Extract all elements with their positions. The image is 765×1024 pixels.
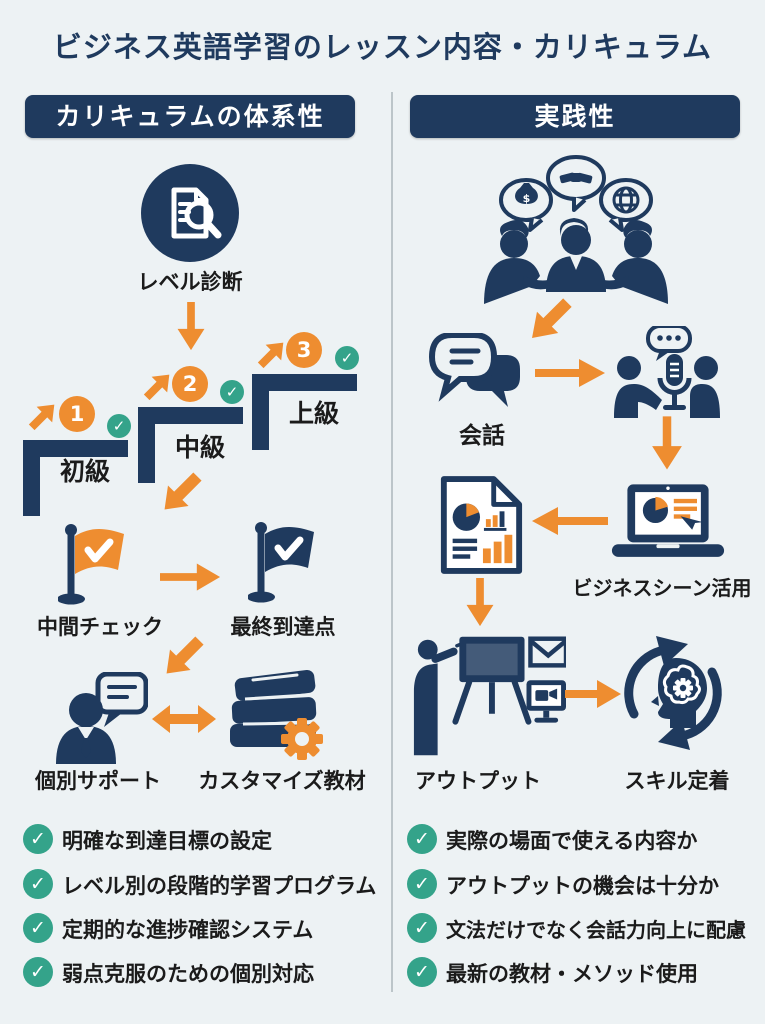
step1-number-badge: 1 xyxy=(59,396,95,432)
skill-retention-label: スキル定着 xyxy=(624,769,730,793)
arrow-down-icon xyxy=(650,416,684,472)
skill-retention-icon xyxy=(620,632,726,754)
custom-materials-label: カスタマイズ教材 xyxy=(198,769,366,793)
final-goal-flag-icon xyxy=(248,520,324,608)
left-checklist-item: 定期的な進捗確認システム xyxy=(62,918,314,942)
arrow-up-right-icon xyxy=(254,336,290,372)
arrow-right-icon xyxy=(160,561,222,593)
arrow-right-icon xyxy=(535,357,607,389)
step3-label: 上級 xyxy=(288,399,339,428)
custom-materials-icon xyxy=(225,668,327,762)
conversation-label: 会話 xyxy=(459,423,505,449)
svg-text:$: $ xyxy=(523,192,531,205)
final-goal-label: 最終到達点 xyxy=(230,615,336,639)
arrow-up-right-icon xyxy=(25,398,61,434)
arrow-down-left-icon xyxy=(152,626,214,688)
step1-bar xyxy=(23,440,128,457)
arrow-left-right-icon xyxy=(150,702,218,736)
level-diagnosis-label: レベル診断 xyxy=(137,270,243,294)
individual-support-icon xyxy=(48,672,148,764)
step2-number-badge: 2 xyxy=(172,366,208,402)
output-label: アウトプット xyxy=(415,769,541,793)
arrow-right-icon xyxy=(565,678,623,710)
arrow-up-right-icon xyxy=(140,368,176,404)
right-checklist-item: アウトプットの機会は十分か xyxy=(446,874,719,898)
arrow-down-icon xyxy=(463,578,497,628)
left-checklist-item: レベル別の段階的学習プログラム xyxy=(62,874,377,898)
arrow-down-icon xyxy=(172,302,210,352)
speaking-practice-icon xyxy=(612,326,722,418)
checklist-check-icon: ✓ xyxy=(407,824,437,854)
checklist-check-icon: ✓ xyxy=(23,957,53,987)
right-checklist-item: 文法だけでなく会話力向上に配慮 xyxy=(446,918,746,942)
checklist-check-icon: ✓ xyxy=(23,913,53,943)
step1-check-icon: ✓ xyxy=(107,414,131,438)
mid-check-label: 中間チェック xyxy=(37,615,163,639)
checklist-check-icon: ✓ xyxy=(407,957,437,987)
step2-label: 中級 xyxy=(174,433,225,462)
left-checklist-item: 明確な到達目標の設定 xyxy=(62,829,272,853)
step2-riser xyxy=(138,407,155,483)
business-scene-label: ビジネスシーン活用 xyxy=(572,576,752,600)
checklist-check-icon: ✓ xyxy=(407,913,437,943)
step3-number-badge: 3 xyxy=(286,332,322,368)
arrow-down-left-icon xyxy=(150,462,212,524)
laptop-icon xyxy=(610,484,726,564)
arrow-down-left-icon xyxy=(516,292,582,350)
step2-bar xyxy=(138,407,243,424)
level-diagnosis-icon xyxy=(141,164,239,262)
conversation-icon xyxy=(428,333,526,415)
right-checklist-item: 実際の場面で使える内容か xyxy=(446,829,698,853)
left-column-header: カリキュラムの体系性 xyxy=(25,95,355,138)
column-divider xyxy=(391,92,393,992)
checklist-check-icon: ✓ xyxy=(23,869,53,899)
individual-support-label: 個別サポート xyxy=(35,769,161,793)
step2-check-icon: ✓ xyxy=(220,380,244,404)
mid-check-flag-icon xyxy=(58,522,134,610)
checklist-check-icon: ✓ xyxy=(23,824,53,854)
checklist-check-icon: ✓ xyxy=(407,869,437,899)
right-column-header: 実践性 xyxy=(410,95,740,138)
step3-riser xyxy=(252,374,269,450)
output-icon xyxy=(408,634,566,756)
report-document-icon xyxy=(437,474,525,576)
right-checklist-item: 最新の教材・メソッド使用 xyxy=(446,962,698,986)
step3-bar xyxy=(252,374,357,391)
arrow-left-icon xyxy=(530,505,608,537)
page-title: ビジネス英語学習のレッスン内容・カリキュラム xyxy=(52,30,713,64)
step1-label: 初級 xyxy=(59,457,110,486)
business-meeting-icon: $ xyxy=(462,152,690,304)
step3-check-icon: ✓ xyxy=(335,346,359,370)
step1-riser xyxy=(23,440,40,516)
left-checklist-item: 弱点克服のための個別対応 xyxy=(62,962,314,986)
